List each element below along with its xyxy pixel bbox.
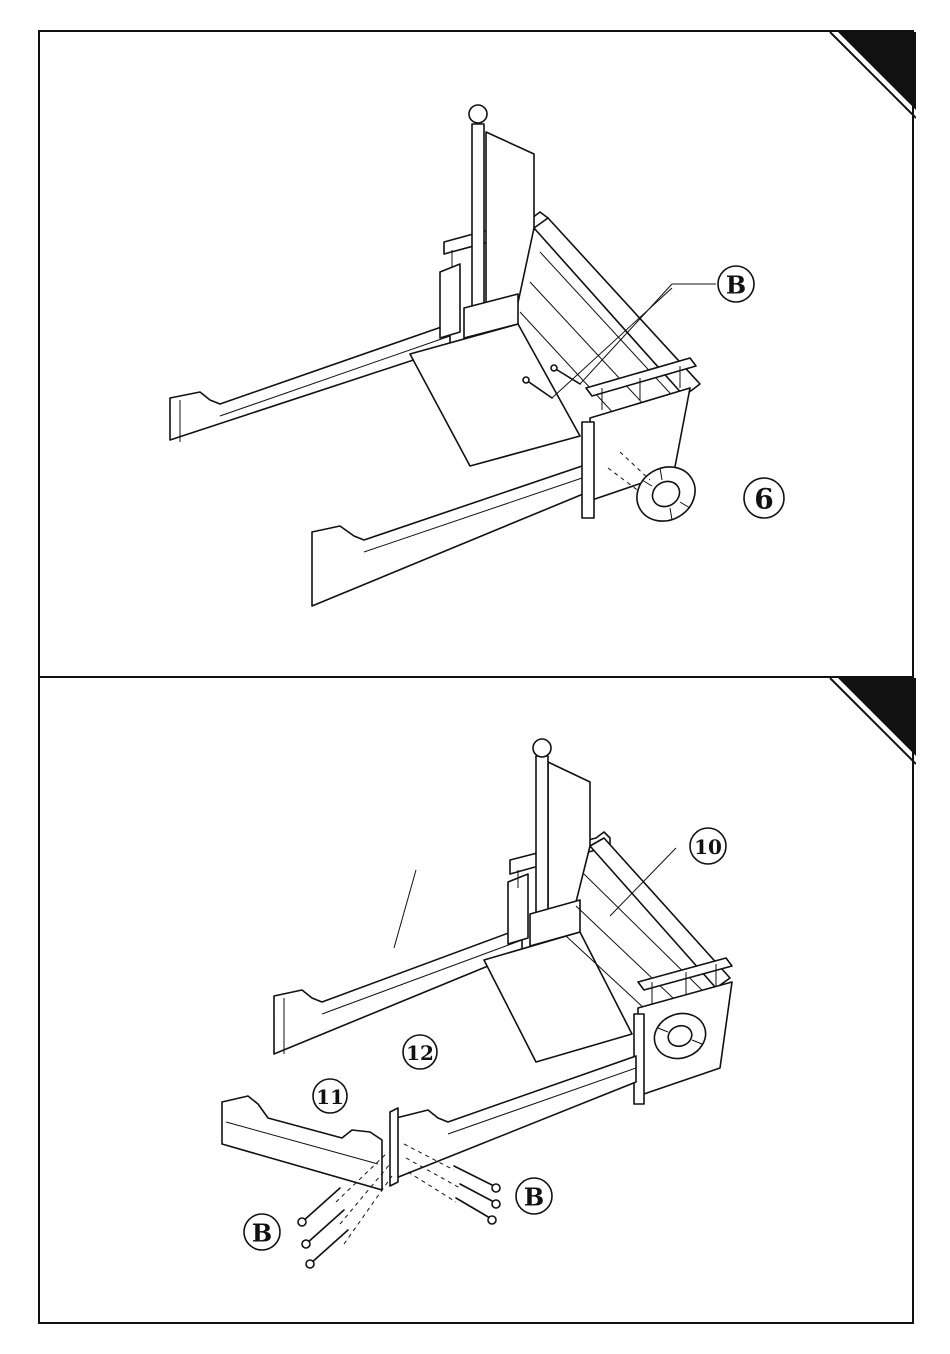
far-side-board	[274, 928, 522, 1054]
part-12-post	[390, 1108, 398, 1186]
svg-text:12: 12	[406, 1041, 434, 1065]
corner-post	[582, 422, 594, 518]
screw-b-left-group	[298, 1188, 348, 1268]
bench-seat	[410, 294, 580, 466]
callout-b-left: B	[244, 1214, 280, 1250]
callout-10: 10	[690, 828, 726, 864]
callout-b-right: B	[516, 1178, 552, 1214]
near-side-board	[312, 464, 588, 606]
screw-b-right-group	[454, 1166, 500, 1224]
assembly-step-panel-1: B 6	[38, 30, 914, 678]
callout-11: 11	[313, 1079, 347, 1113]
bench-seat	[484, 900, 632, 1062]
svg-text:11: 11	[316, 1085, 344, 1109]
part-11-board	[222, 1096, 382, 1190]
bow-boards	[520, 218, 700, 500]
svg-text:B: B	[726, 271, 746, 300]
assembly-step-panel-2: 10 11 12 B B	[38, 676, 914, 1324]
callout-b: B	[718, 266, 754, 302]
callout-12: 12	[403, 1035, 437, 1069]
far-side-board	[170, 324, 450, 442]
step-2-illustration: 10 11 12 B B	[40, 678, 916, 1326]
step-number: 6	[744, 478, 784, 518]
corner-tab	[830, 32, 916, 118]
step-1-illustration: B 6	[40, 32, 916, 680]
corner-tab	[830, 678, 916, 764]
svg-text:6: 6	[754, 483, 773, 516]
near-side-board	[396, 1056, 636, 1178]
svg-text:B: B	[252, 1219, 272, 1248]
svg-text:10: 10	[694, 835, 722, 859]
svg-text:B: B	[524, 1183, 544, 1212]
